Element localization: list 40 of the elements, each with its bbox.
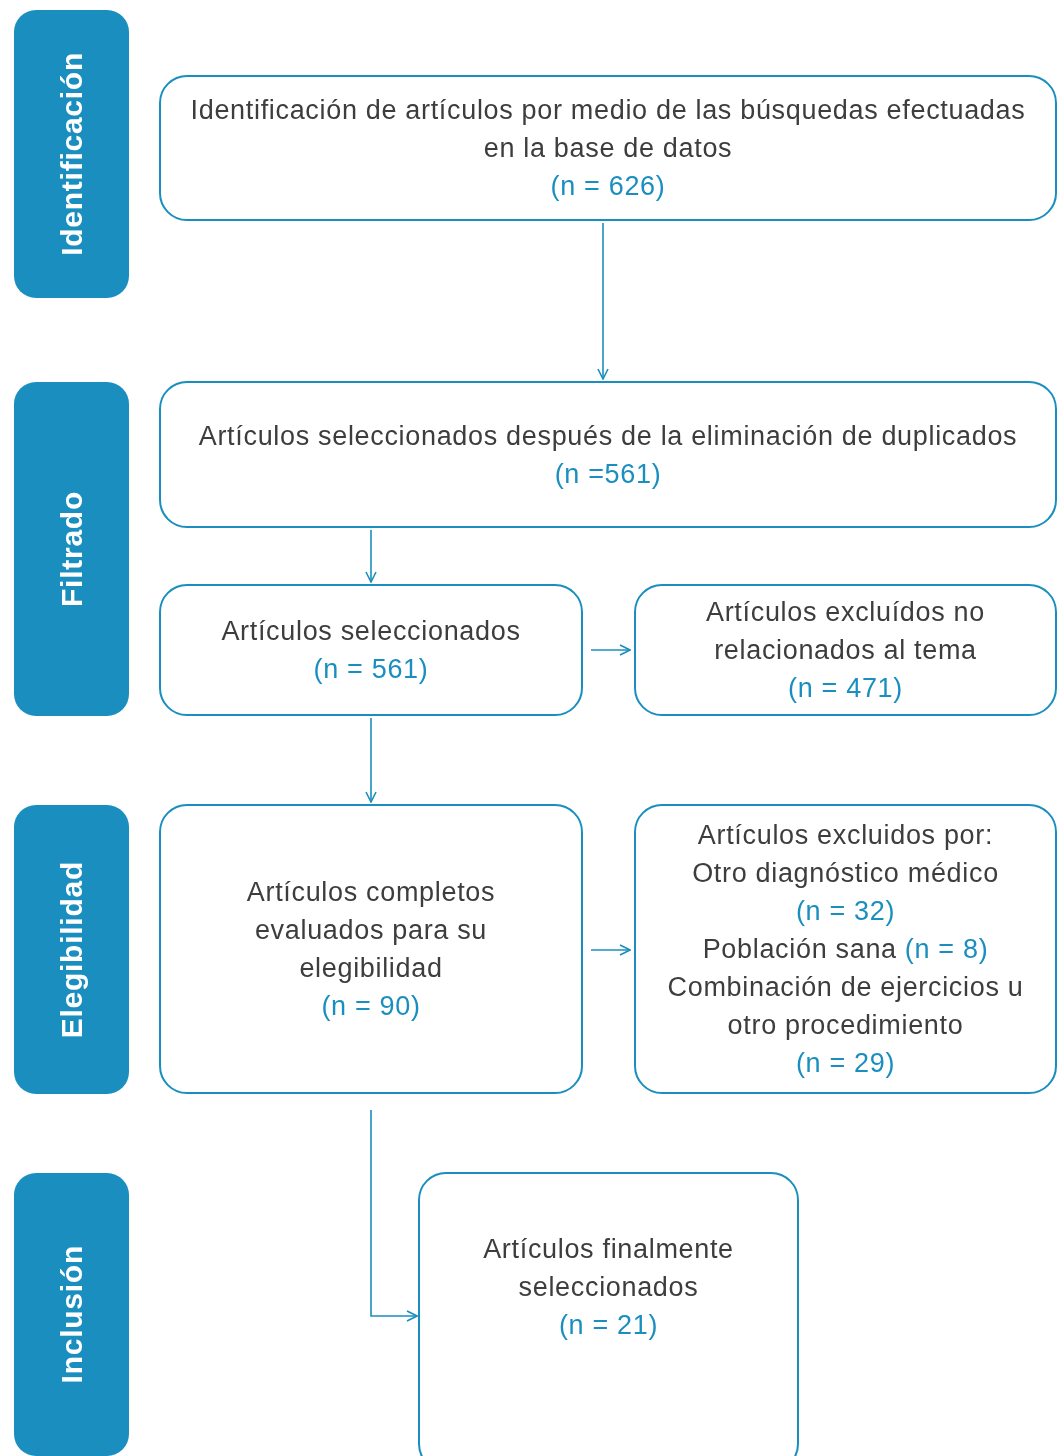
- arrow: [365, 717, 377, 803]
- stage-label: Identificación: [54, 52, 89, 256]
- box-text: Artículos excluidos por:: [697, 819, 994, 852]
- box-text: Artículos seleccionados después de la eliminación de duplicados: [198, 419, 1018, 453]
- process-box: [159, 584, 583, 716]
- stage-label: Elegibilidad: [54, 860, 89, 1039]
- arrow: [365, 529, 377, 583]
- process-box: [418, 1172, 799, 1456]
- box-text: Artículos excluídos no relacionados al tema: [705, 596, 986, 667]
- process-box: [634, 584, 1057, 716]
- box-text: Población sana: [702, 933, 897, 966]
- stage-band: [14, 805, 129, 1094]
- box-text: Combinación de ejercicios u otro procedimiento: [666, 971, 1025, 1042]
- stage-band: [14, 10, 129, 298]
- process-box: [159, 381, 1057, 528]
- box-text: Artículos completos evaluados para su elegibilidad: [245, 876, 497, 985]
- count-text: (n =561): [554, 457, 662, 491]
- count-text: (n = 8): [904, 933, 989, 966]
- arrow: [590, 944, 631, 956]
- count-text: (n = 471): [788, 672, 903, 705]
- process-box: [159, 75, 1057, 221]
- count-text: (n = 90): [321, 990, 421, 1023]
- box-text: Artículos finalmente seleccionados: [482, 1233, 735, 1304]
- count-text: (n = 21): [558, 1309, 659, 1342]
- box-text: Artículos seleccionados: [221, 615, 521, 648]
- arrow: [590, 644, 631, 656]
- arrow: [370, 1109, 418, 1322]
- stage-band: [14, 1173, 129, 1456]
- process-box: [159, 804, 583, 1094]
- stage-label: Inclusión: [54, 1245, 89, 1384]
- stage-band: [14, 382, 129, 716]
- stage-label: Filtrado: [54, 491, 89, 607]
- count-text: (n = 29): [795, 1047, 896, 1080]
- box-text: Identificación de artículos por medio de las búsquedas efectuadas en la base de datos: [189, 94, 1027, 165]
- count-text: (n = 626): [550, 170, 666, 203]
- box-text: Otro diagnóstico médico: [692, 857, 999, 890]
- arrow: [597, 222, 609, 380]
- count-text: (n = 561): [313, 653, 429, 686]
- count-text: (n = 32): [795, 895, 896, 928]
- process-box: [634, 804, 1057, 1094]
